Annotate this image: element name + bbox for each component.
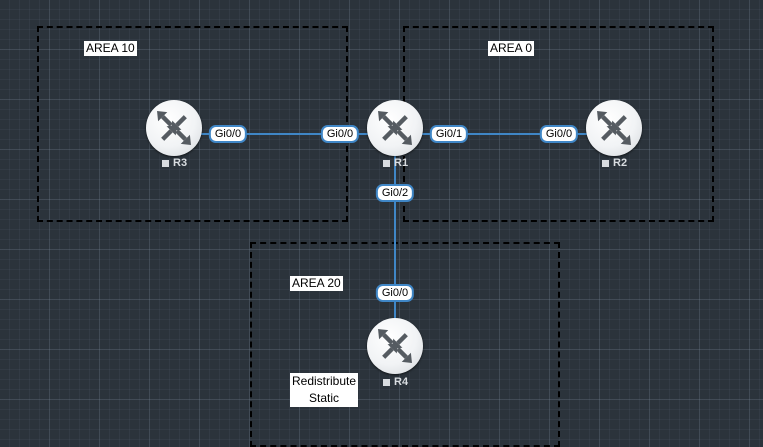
area-10-label: AREA 10 xyxy=(84,41,137,56)
router-r3-name: R3 xyxy=(173,157,188,169)
iface-r2-gi0-0[interactable]: Gi0/0 xyxy=(539,125,579,143)
router-r2[interactable] xyxy=(586,100,642,156)
area-0-label: AREA 0 xyxy=(488,41,535,56)
iface-r1-gi0-1[interactable]: Gi0/1 xyxy=(429,125,469,143)
iface-r1-gi0-2[interactable]: Gi0/2 xyxy=(375,184,415,202)
router-r4-name: R4 xyxy=(394,376,409,388)
router-r1-name: R1 xyxy=(394,157,409,169)
router-r4-label: R4 xyxy=(383,376,408,388)
note-line-2: Static xyxy=(309,391,340,405)
router-icon xyxy=(378,111,412,145)
router-r2-name: R2 xyxy=(613,157,628,169)
redistribute-static-note: Redistribute Static xyxy=(290,373,359,407)
iface-r3-gi0-0[interactable]: Gi0/0 xyxy=(208,125,248,143)
node-status-square xyxy=(602,159,609,167)
router-r3-label: R3 xyxy=(162,157,187,169)
area-20-label: AREA 20 xyxy=(290,276,343,291)
router-r2-label: R2 xyxy=(602,157,627,169)
node-status-square xyxy=(383,378,390,386)
node-status-square xyxy=(383,159,390,167)
iface-r4-gi0-0[interactable]: Gi0/0 xyxy=(375,284,415,302)
note-line-1: Redistribute xyxy=(292,374,357,388)
router-icon xyxy=(597,111,631,145)
iface-r1-gi0-0[interactable]: Gi0/0 xyxy=(320,125,360,143)
router-icon xyxy=(378,329,412,363)
router-icon xyxy=(157,111,191,145)
router-r1[interactable] xyxy=(367,100,423,156)
area-10-box xyxy=(37,26,348,222)
node-status-square xyxy=(162,159,169,167)
router-r3[interactable] xyxy=(146,100,202,156)
router-r4[interactable] xyxy=(367,318,423,374)
router-r1-label: R1 xyxy=(383,157,408,169)
